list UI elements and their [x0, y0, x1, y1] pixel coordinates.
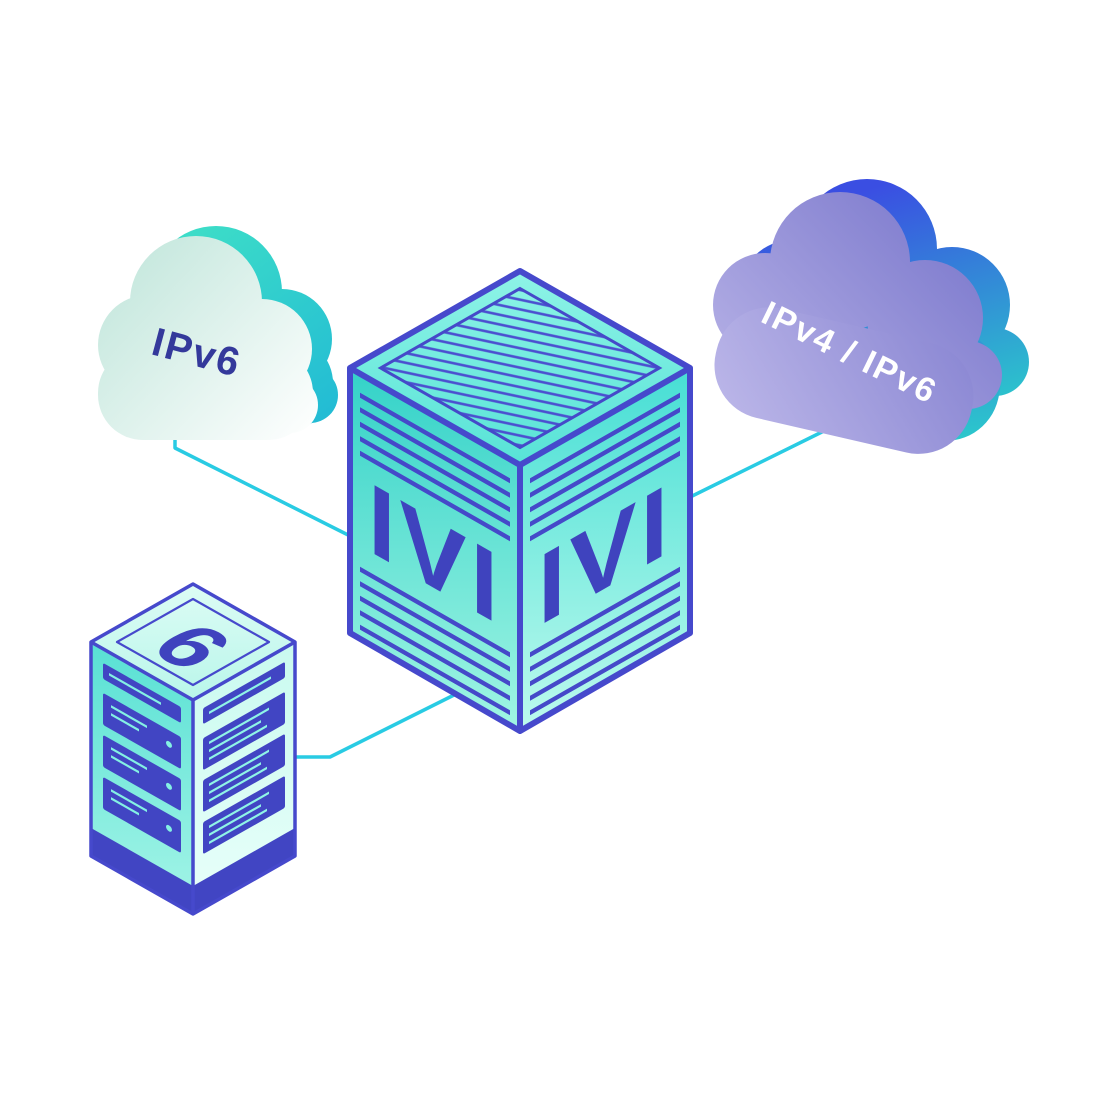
ipv4-ipv6-cloud-front-layer	[713, 192, 1002, 454]
cube-edges	[347, 268, 693, 734]
server-bay-3	[103, 777, 181, 853]
cube-left-stripes-top	[360, 387, 510, 550]
server-vent-2	[203, 734, 285, 812]
cube-left-face-content: IVI	[360, 387, 510, 716]
cube-top-stripes	[377, 286, 663, 450]
server-base-left	[91, 828, 193, 914]
ipv4-ipv6-cloud: IPv4 / IPv6	[713, 179, 1029, 454]
ipv6-server: 6	[89, 582, 297, 916]
ipv6-cloud: IPv6	[98, 226, 338, 440]
ivi-translator-box: IVI IVI	[347, 268, 693, 734]
server-right-face-panels	[193, 662, 295, 914]
cube-left-stripes-bottom	[360, 563, 510, 716]
server-edges	[89, 582, 297, 916]
connector-server-to-box	[278, 685, 472, 759]
server-vent-1	[203, 692, 285, 770]
ipv6-cloud-front-layer	[98, 236, 318, 440]
server-bay-1	[103, 693, 181, 769]
cube-right-face-content: IVI	[530, 387, 680, 716]
server-base-right	[193, 828, 295, 914]
server-vent-3	[203, 776, 285, 854]
cube-right-stripes-bottom	[530, 563, 680, 716]
server-left-face-panels	[91, 663, 193, 914]
cube-right-stripes-top	[530, 387, 680, 550]
server-bay-2	[103, 735, 181, 811]
